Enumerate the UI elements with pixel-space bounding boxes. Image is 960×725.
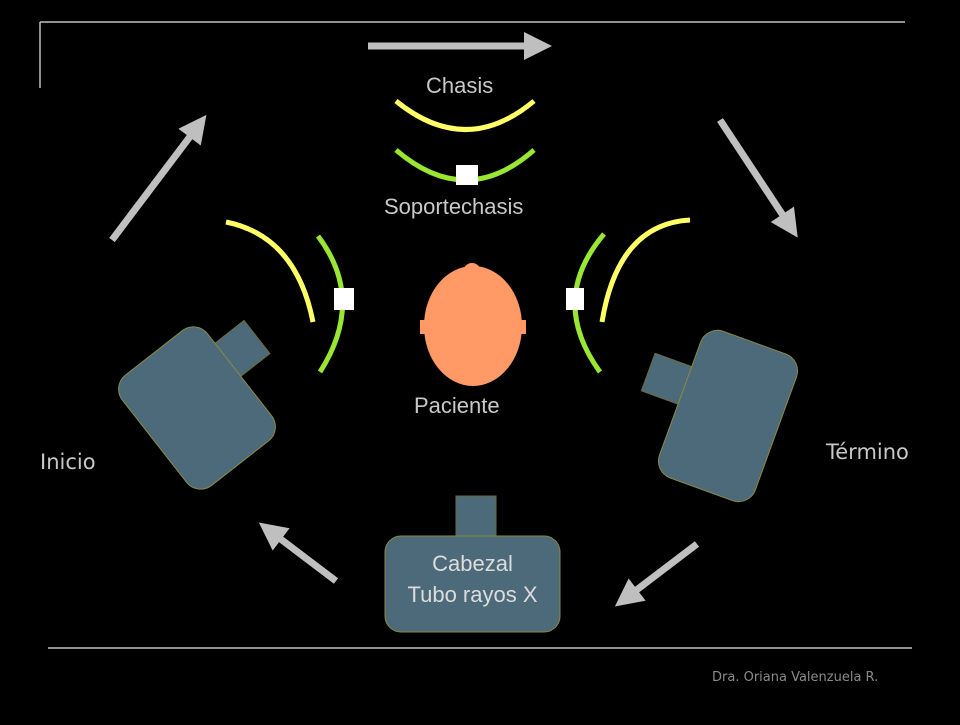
label-soportechasis: Soportechasis [384, 194, 524, 219]
label-chasis: Chasis [426, 73, 494, 98]
arrow-upper-right [717, 118, 798, 238]
arrow-upper-left [109, 114, 207, 243]
chassis-arc-top [394, 99, 536, 132]
support-marker-left [334, 288, 354, 310]
patient-skull [424, 266, 522, 386]
label-paciente: Paciente [414, 393, 500, 418]
support-marker-right [566, 288, 584, 310]
rotation-arrows [109, 32, 798, 607]
right-chassis-assembly [566, 217, 691, 374]
label-cabezal-line2: Tubo rayos X [407, 582, 538, 607]
support-marker-top [456, 165, 478, 185]
arrow-lower-right [614, 541, 700, 607]
xray-tube-bottom [384, 495, 561, 633]
tube-body-left [118, 326, 276, 490]
top-chassis-assembly [394, 99, 536, 185]
patient-head [420, 263, 526, 386]
left-chassis-assembly [225, 219, 354, 374]
author-credit: Dra. Oriana Valenzuela R. [712, 670, 879, 685]
arrow-lower-left [258, 522, 339, 584]
chassis-arc-left [225, 219, 316, 323]
label-cabezal: Cabezal Tubo rayos X [385, 548, 560, 610]
tube-collimator-bottom [455, 495, 497, 539]
label-termino: Término [826, 440, 909, 464]
tube-body-right [657, 329, 799, 503]
xray-tube-right [640, 329, 799, 503]
chassis-arc-right [599, 217, 691, 323]
label-cabezal-line1: Cabezal [432, 551, 513, 576]
label-inicio: Inicio [40, 450, 96, 474]
xray-tube-left [118, 319, 276, 490]
tube-body-bottom [384, 535, 561, 633]
